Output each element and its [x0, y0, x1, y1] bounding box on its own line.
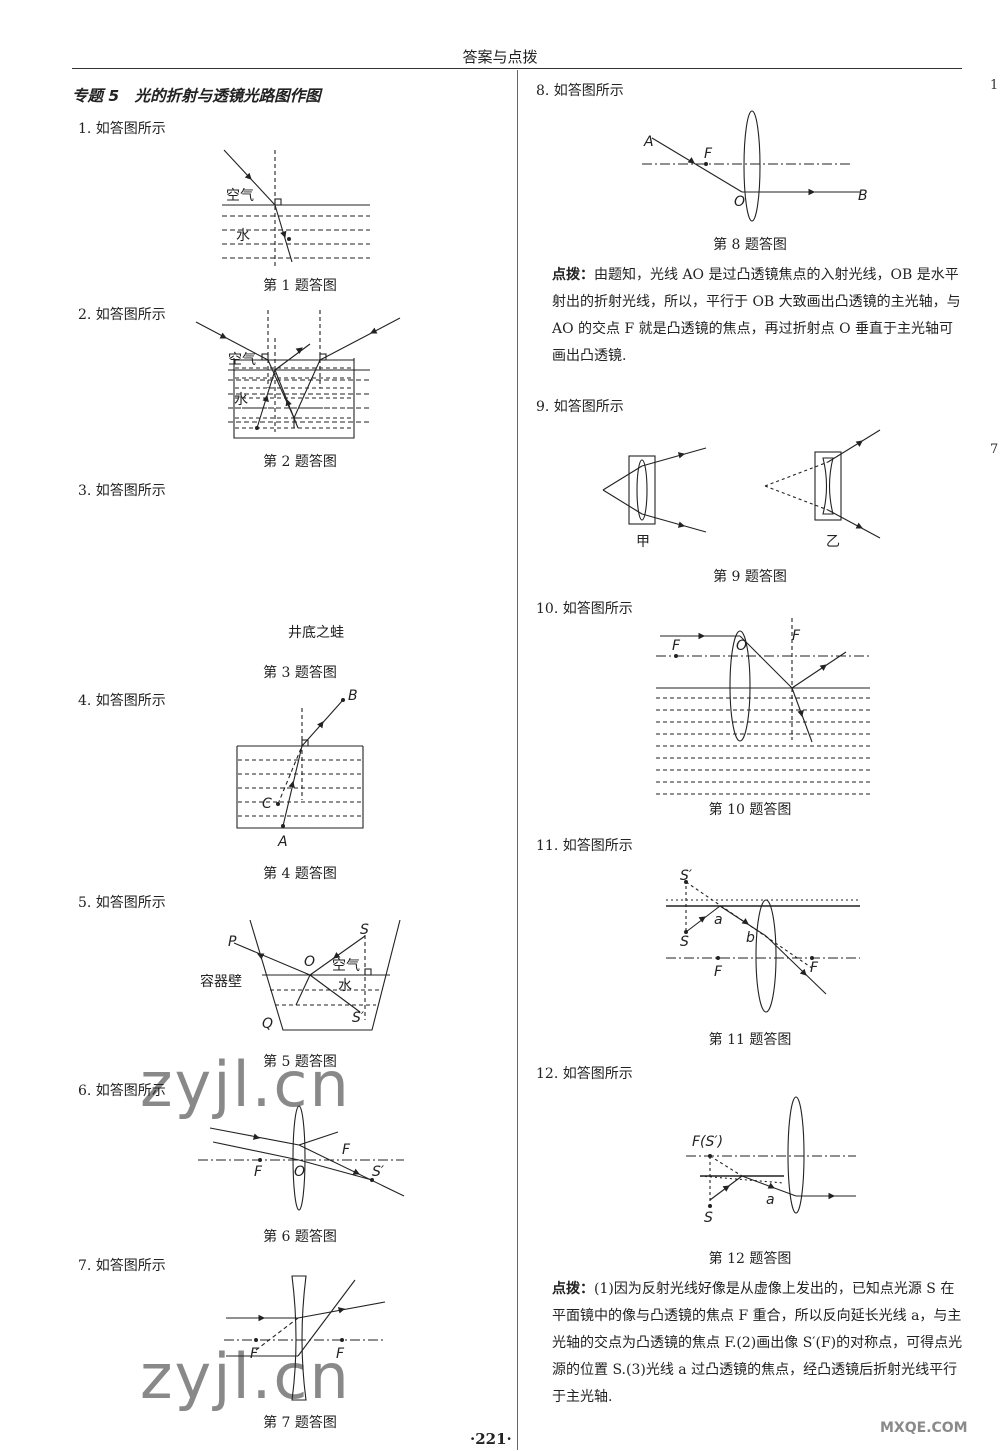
question-5: 5. 如答图所示: [78, 895, 166, 911]
section-title: 专题 5 光的折射与透镜光路图作图: [72, 87, 321, 105]
d11-F1: F: [714, 964, 723, 980]
edge-char-2: 7: [990, 442, 999, 457]
diagram-points: [254, 162, 814, 1342]
caption-2: 第 2 题答图: [263, 454, 337, 470]
question-9: 9. 如答图所示: [536, 399, 624, 415]
d12-a: a: [766, 1192, 775, 1208]
page-header: 答案与点拨: [462, 48, 538, 66]
question-6: 6. 如答图所示: [78, 1083, 166, 1099]
diagram-12: [686, 1096, 856, 1214]
d11-S: S: [680, 934, 689, 950]
header-rule: [72, 68, 962, 69]
diagram-10: [656, 618, 870, 795]
diagram-6: [198, 1105, 405, 1211]
question-2: 2. 如答图所示: [78, 307, 166, 323]
diagram-9: [602, 429, 881, 539]
diagram-2: [228, 338, 370, 432]
caption-5: 第 5 题答图: [263, 1054, 337, 1070]
caption-10: 第 10 题答图: [708, 802, 792, 818]
question-11: 11. 如答图所示: [536, 838, 633, 854]
d1-air: 空气: [226, 188, 254, 204]
hint-12-text: (1)因为反射光线好像是从虚像上发出的，已知点光源 S 在平面镜中的像与凸透镜的…: [552, 1281, 963, 1405]
d5-P: P: [228, 934, 237, 950]
question-1: 1. 如答图所示: [78, 121, 166, 137]
d11-b: b: [746, 930, 755, 946]
caption-11: 第 11 题答图: [708, 1032, 792, 1048]
question-10: 10. 如答图所示: [536, 601, 633, 617]
page-number: ·221·: [470, 1430, 512, 1448]
diagram-11: [666, 880, 860, 1013]
d8-F: F: [704, 146, 713, 162]
caption-6: 第 6 题答图: [263, 1229, 337, 1245]
d8-O: O: [734, 194, 745, 210]
question-12: 12. 如答图所示: [536, 1066, 633, 1082]
hint-8-label: 点拨：: [552, 267, 594, 283]
d5-S: S: [360, 922, 369, 938]
hint-12: 点拨：(1)因为反射光线好像是从虚像上发出的，已知点光源 S 在平面镜中的像与凸…: [552, 1276, 964, 1411]
d11-F2: F: [810, 960, 819, 976]
d8-A: A: [643, 134, 654, 150]
d12-S: S: [704, 1210, 713, 1226]
d1-water: 水: [236, 228, 250, 244]
watermark-3: MXQE.COM: [880, 1420, 968, 1436]
watermark-2: zyjl.cn: [140, 1340, 351, 1413]
d10-F2: F: [792, 628, 801, 644]
question-8: 8. 如答图所示: [536, 83, 624, 99]
column-divider: [517, 70, 518, 1450]
caption-9: 第 9 题答图: [713, 569, 787, 585]
d5-air: 空气: [332, 958, 360, 974]
d6-F2: F: [254, 1164, 263, 1180]
d4-C: C: [262, 796, 272, 812]
question-7: 7. 如答图所示: [78, 1258, 166, 1274]
d5-Q: Q: [262, 1016, 273, 1032]
d8-B: B: [858, 188, 868, 204]
d6-F1: F: [342, 1142, 351, 1158]
caption-3: 第 3 题答图: [263, 665, 337, 681]
d4-A: A: [277, 834, 288, 850]
d10-F1: F: [672, 638, 681, 654]
caption-8: 第 8 题答图: [713, 237, 787, 253]
d5-water: 水: [338, 978, 352, 994]
d11-Sprime: S′: [680, 868, 693, 884]
d12-FS: F(S′): [692, 1134, 723, 1150]
hint-8-text: 由题知，光线 AO 是过凸透镜焦点的入射光线，OB 是水平射出的折射光线，所以，…: [552, 267, 961, 364]
diagram-7: [224, 1275, 386, 1401]
d3-frog: 井底之蛙: [288, 625, 344, 641]
question-4: 4. 如答图所示: [78, 693, 166, 709]
diagram-3: [195, 310, 401, 439]
d2-air: 空气: [228, 352, 256, 368]
d2-water: 水: [234, 392, 248, 408]
caption-12: 第 12 题答图: [708, 1251, 792, 1267]
d10-O: O: [736, 638, 747, 654]
d7-F2: F: [336, 1346, 345, 1362]
d7-F1: F: [250, 1346, 259, 1362]
d5-container: 容器壁: [200, 973, 242, 990]
d6-Sprime: S′: [372, 1164, 385, 1180]
d9-yi: 乙: [826, 534, 840, 550]
hint-8: 点拨：由题知，光线 AO 是过凸透镜焦点的入射光线，OB 是水平射出的折射光线，…: [552, 262, 964, 370]
caption-7: 第 7 题答图: [263, 1415, 337, 1431]
d5-O: O: [304, 954, 315, 970]
diagram-5: [233, 919, 401, 1031]
d6-O: O: [294, 1164, 305, 1180]
caption-1: 第 1 题答图: [263, 278, 337, 294]
diagram-4: [236, 699, 364, 829]
edge-char-1: 1: [990, 78, 999, 93]
diagram-1: [222, 149, 370, 268]
caption-4: 第 4 题答图: [263, 866, 337, 882]
question-3: 3. 如答图所示: [78, 483, 166, 499]
hint-12-label: 点拨：: [552, 1281, 594, 1297]
d4-B: B: [348, 688, 358, 704]
d9-jia: 甲: [636, 534, 650, 550]
watermark-1: zyjl.cn: [140, 1048, 351, 1121]
d11-a: a: [714, 912, 723, 928]
diagram-8: [642, 110, 860, 222]
d5-Sprime: S′: [352, 1010, 365, 1026]
